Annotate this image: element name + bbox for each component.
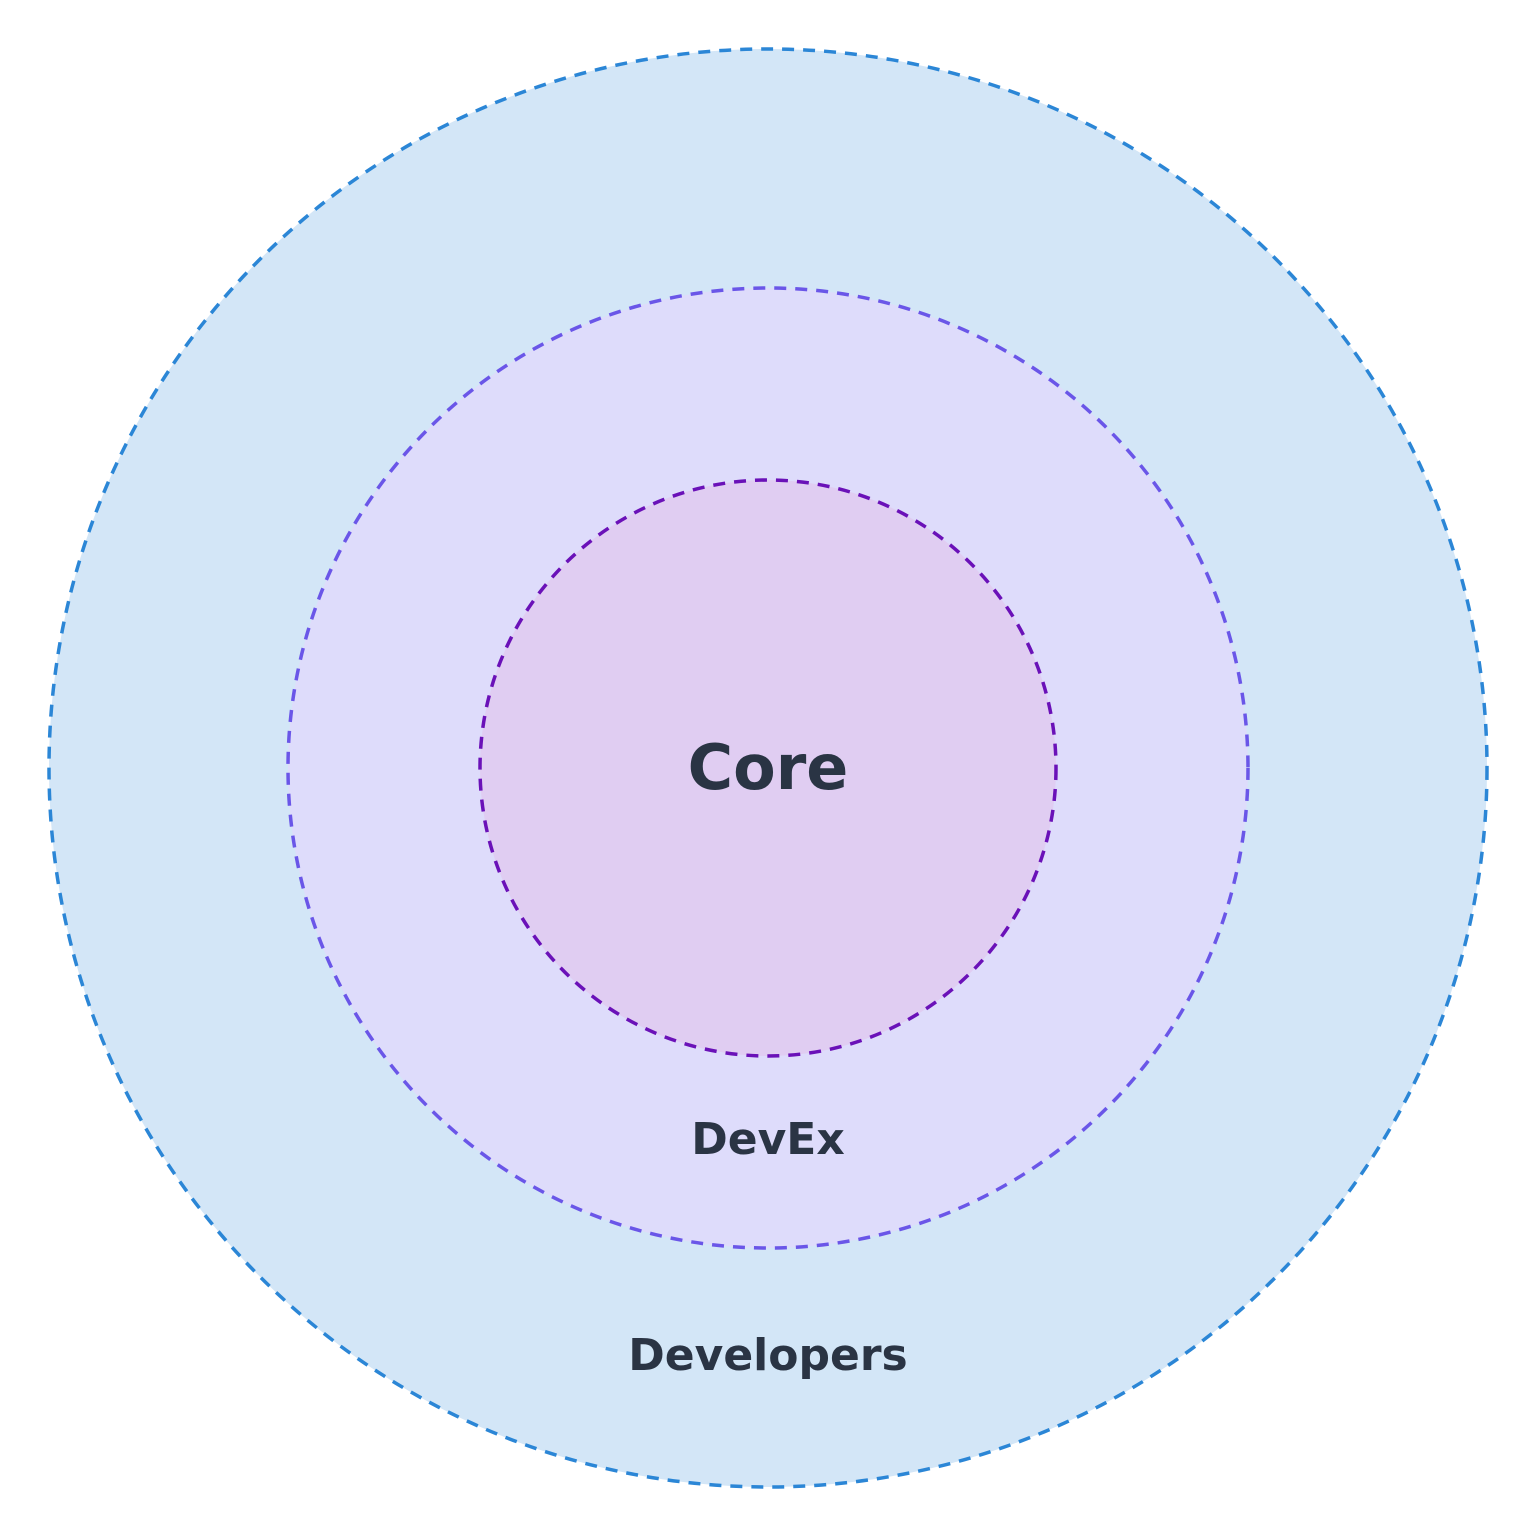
devex-label: DevEx <box>691 1114 844 1165</box>
core-label: Core <box>688 731 849 804</box>
core-ring <box>478 478 1058 1058</box>
developers-label: Developers <box>628 1330 907 1381</box>
